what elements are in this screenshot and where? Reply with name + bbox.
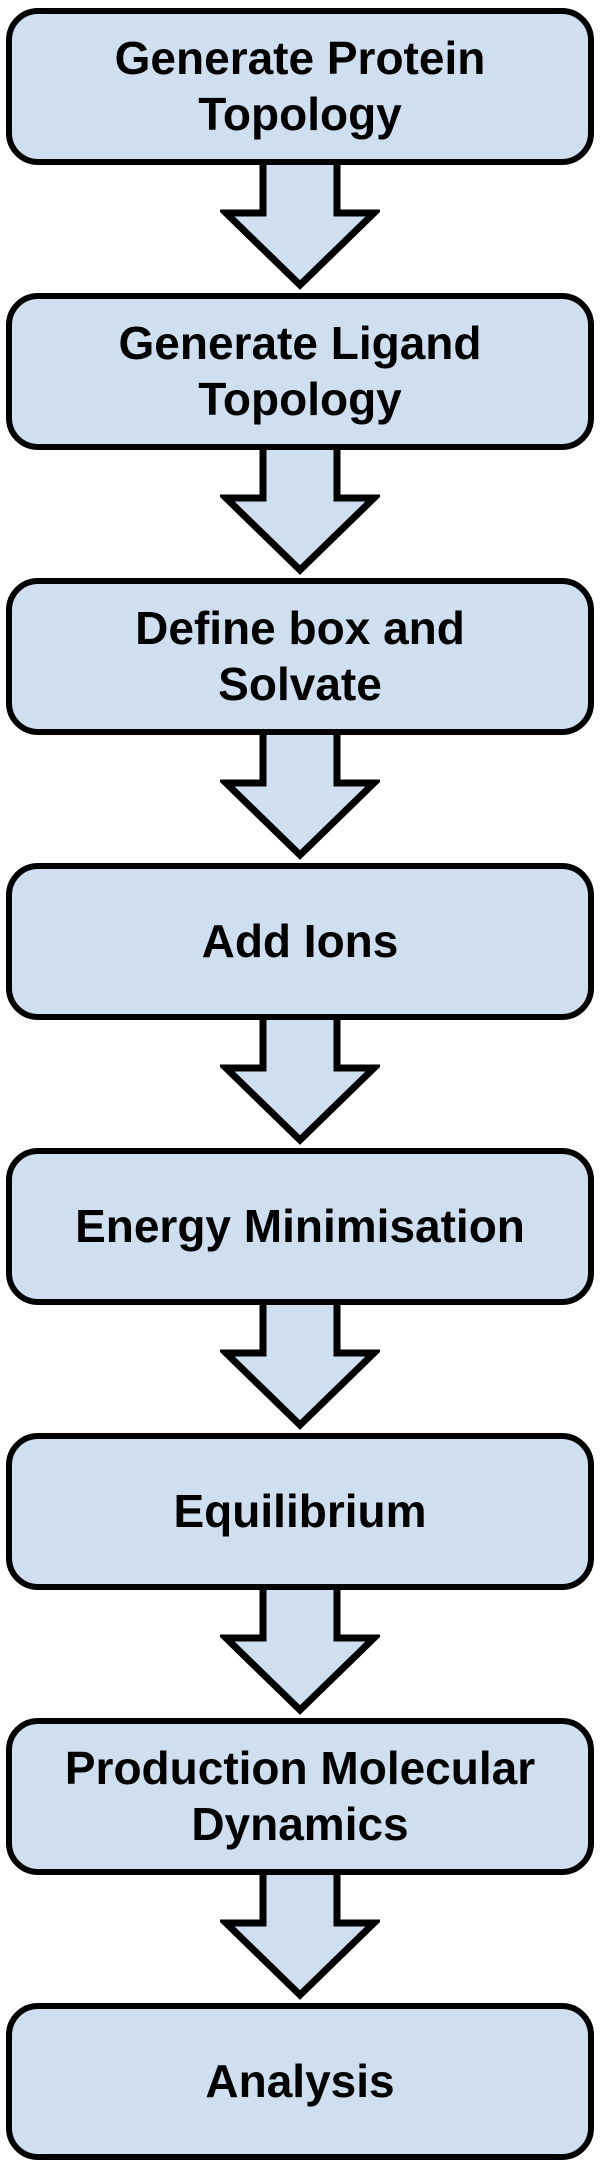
flow-step-production-molecular-dynamics: Production Molecular Dynamics [6, 1718, 594, 1875]
step-label: Energy Minimisation [75, 1199, 525, 1252]
flow-step-energy-minimisation: Energy Minimisation [6, 1148, 594, 1305]
down-arrow-icon [220, 165, 380, 290]
flow-step-add-ions: Add Ions [6, 863, 594, 1020]
down-arrow-icon [220, 735, 380, 860]
step-label: Define box and Solvate [135, 602, 465, 710]
flow-step-generate-protein-topology: Generate Protein Topology [6, 8, 594, 165]
step-label: Production Molecular Dynamics [64, 1742, 536, 1850]
down-arrow-icon [220, 1875, 380, 2000]
flow-step-analysis: Analysis [6, 2003, 594, 2160]
step-label: Generate Ligand Topology [118, 317, 482, 425]
down-arrow-icon [220, 450, 380, 575]
down-arrow-icon [220, 1305, 380, 1430]
down-arrow-icon [220, 1590, 380, 1715]
step-label: Equilibrium [173, 1484, 427, 1537]
flow-step-generate-ligand-topology: Generate Ligand Topology [6, 293, 594, 450]
down-arrow-icon [220, 1020, 380, 1145]
flow-step-define-box-and-solvate: Define box and Solvate [6, 578, 594, 735]
step-label: Analysis [205, 2054, 395, 2107]
flow-step-equilibrium: Equilibrium [6, 1433, 594, 1590]
step-label: Add Ions [201, 914, 399, 967]
step-label: Generate Protein Topology [114, 32, 486, 140]
